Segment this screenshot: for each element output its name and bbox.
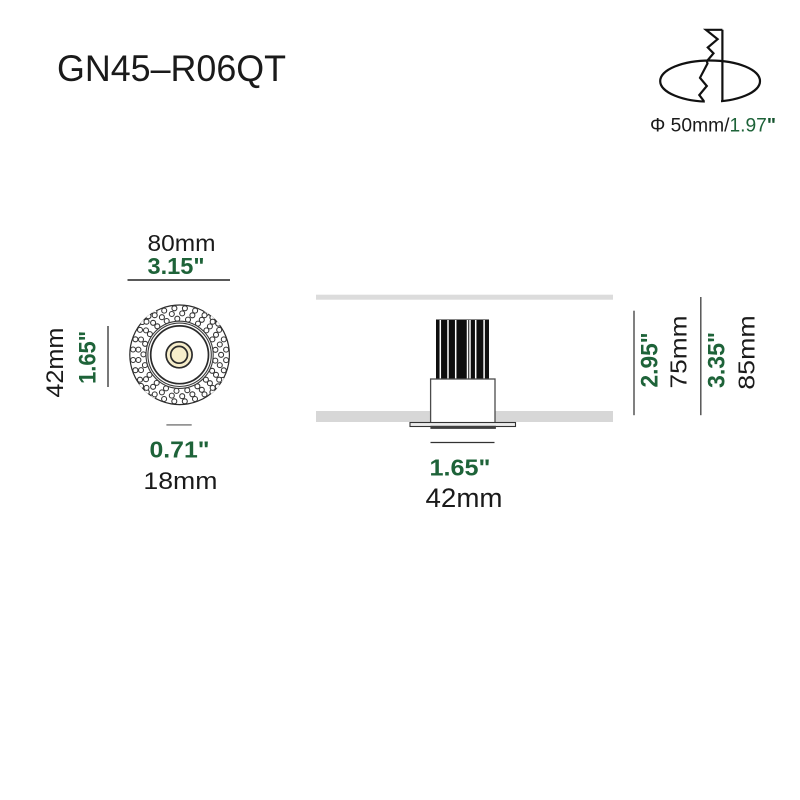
svg-text:Φ 50mm/1.97": Φ 50mm/1.97" [650,115,776,137]
svg-text:18mm: 18mm [143,468,217,495]
svg-text:75mm: 75mm [666,316,692,389]
svg-text:2.95": 2.95" [637,333,664,388]
svg-text:GN45–R06QT: GN45–R06QT [57,48,286,89]
svg-text:85mm: 85mm [733,315,759,390]
svg-text:1.65": 1.65" [75,331,102,384]
svg-text:3.35": 3.35" [703,332,730,388]
svg-text:1.65": 1.65" [430,455,491,481]
svg-text:80mm: 80mm [148,230,216,256]
svg-text:3.15": 3.15" [148,253,205,279]
svg-text:42mm: 42mm [42,328,69,398]
svg-text:0.71": 0.71" [150,437,210,463]
svg-text:42mm: 42mm [426,483,503,513]
